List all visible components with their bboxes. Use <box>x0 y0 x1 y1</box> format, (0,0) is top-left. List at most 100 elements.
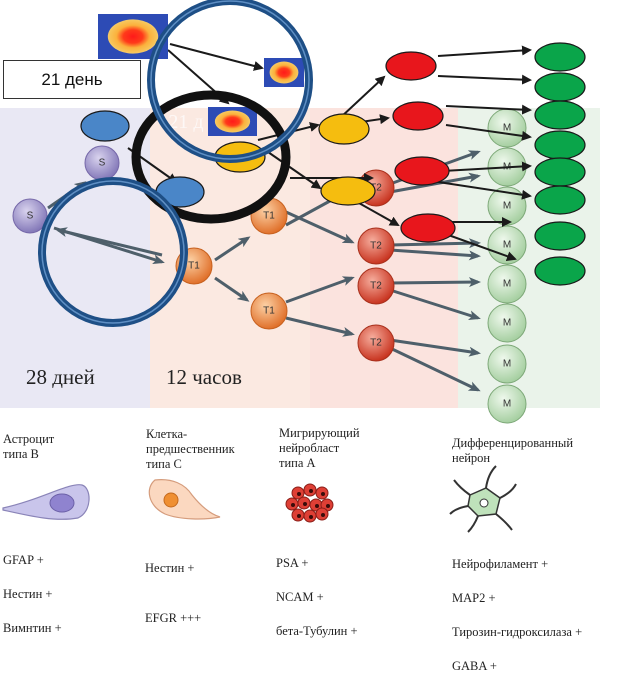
cell-type-icons <box>2 465 517 533</box>
gray-arrow <box>389 288 481 321</box>
mature-cell <box>487 384 527 424</box>
black-arrow <box>267 151 322 190</box>
markers-astrocyte: GFAP + Нестин + Вимнтин + <box>3 535 62 654</box>
yellow-ellipse <box>318 113 370 145</box>
markers-progenitor: Нестин + EFGR +++ <box>145 531 201 656</box>
overlay-annotations: 21 д <box>38 0 586 327</box>
neuron-dendrite <box>453 479 471 496</box>
red-ellipse <box>400 213 456 243</box>
neurogenesis-diagram: SST1T1T1T2T2T2T2MMMMMMMM 21 д 21 день 28… <box>0 0 600 673</box>
neuroblast-nucleus <box>315 504 319 508</box>
blue-highlight-ring-highlight <box>150 0 310 160</box>
marker: Вимнтин + <box>3 621 62 635</box>
mature-cell-label: M <box>503 201 511 212</box>
marker: Нестин + <box>3 587 53 601</box>
marker: бета-Тубулин + <box>276 624 358 638</box>
duration-label-box: 21 день <box>3 60 141 99</box>
mature-cell <box>487 264 527 304</box>
transit-cell-t2-label: T2 <box>370 241 382 252</box>
transit-cell-t2-label: T2 <box>370 338 382 349</box>
gray-arrow <box>389 238 481 249</box>
neuron-nucleus <box>479 498 489 508</box>
gray-arrow <box>285 316 355 337</box>
neuroblast-nucleus <box>303 502 307 506</box>
gray-arrow <box>214 236 251 262</box>
neuron-dendrite <box>495 513 513 531</box>
cell-type-title-neuroblast: Мигрирующий нейробласт типа А <box>279 426 360 470</box>
transit-cell-t2-label: T2 <box>370 183 382 194</box>
marker: Нестин + <box>145 561 195 575</box>
neuroblast-nucleus <box>309 489 313 493</box>
cell-image-small-blob <box>269 61 299 84</box>
transit-cell-t2 <box>357 227 395 265</box>
stem-cell-label: S <box>99 158 106 169</box>
mature-cell-label: M <box>503 279 511 290</box>
gray-arrow <box>55 227 163 257</box>
neuron-dendrite <box>449 505 469 515</box>
green-ellipse <box>534 185 586 215</box>
black-arrow <box>169 43 264 71</box>
mature-cell-label: M <box>503 240 511 251</box>
red-ellipse <box>392 101 444 131</box>
blue-ellipse <box>80 110 130 142</box>
green-ellipse <box>534 130 586 160</box>
gray-arrow <box>285 276 355 304</box>
astrocyte-icon <box>2 484 90 520</box>
mature-cell <box>487 303 527 343</box>
neuroblast-nucleus <box>309 515 313 519</box>
neuron-dendrite <box>467 515 479 533</box>
yellow-ellipse <box>320 176 376 206</box>
gray-arrow <box>285 210 355 244</box>
neuroblast-nucleus <box>321 513 325 517</box>
gray-arrow <box>389 338 481 357</box>
cell-image-large-blob <box>107 19 159 54</box>
transit-cell-t2 <box>357 324 395 362</box>
astrocyte-nucleus <box>49 493 75 513</box>
transit-cell-t1-label: T1 <box>263 306 275 317</box>
neuroblast-nucleus <box>291 503 295 507</box>
marker: EFGR +++ <box>145 611 202 625</box>
progenitor-cell-icon <box>148 479 221 520</box>
black-arrow <box>424 179 532 200</box>
black-arrow <box>437 74 532 85</box>
mature-cell-label: M <box>503 318 511 329</box>
stem-cell-label: S <box>27 211 34 222</box>
marker: MAP2 + <box>452 591 496 605</box>
neuroblast-nucleus <box>326 504 330 508</box>
cell-image-medium-blob <box>214 110 251 133</box>
transit-cell-t1 <box>250 292 288 330</box>
time-label-transit: 12 часов <box>166 365 242 389</box>
green-ellipse <box>534 100 586 130</box>
green-ellipse <box>534 256 586 286</box>
cell-type-title-neuron: Дифференцированный нейрон <box>452 436 574 465</box>
gray-arrow <box>389 346 481 392</box>
stem-cell <box>12 198 48 234</box>
marker: Нейрофиламент + <box>452 557 549 571</box>
black-arrow <box>437 45 532 57</box>
black-arrow <box>339 75 386 119</box>
transit-cell-t1-label: T1 <box>188 261 200 272</box>
green-ellipse <box>534 42 586 72</box>
transit-cell-t2 <box>357 267 395 305</box>
markers-neuroblast: PSA + NCAM + бета-Тубулин + <box>276 538 358 657</box>
mature-cell <box>487 344 527 384</box>
neuroblast-nucleus <box>321 492 325 496</box>
neuroblast-nucleus <box>297 492 301 496</box>
marker: Тирозин-гидроксилаза + <box>452 625 583 639</box>
blue-highlight-ring-highlight <box>41 180 185 324</box>
marker: NCAM + <box>276 590 324 604</box>
red-ellipse <box>394 156 450 186</box>
mature-cell-label: M <box>503 359 511 370</box>
band-neuron <box>458 108 600 408</box>
green-ellipse <box>534 221 586 251</box>
mature-cell-label: M <box>503 123 511 134</box>
green-ellipse <box>534 72 586 102</box>
band-astrocyte <box>0 108 150 408</box>
time-label-stem: 28 дней <box>26 365 95 389</box>
green-ellipse <box>534 157 586 187</box>
black-arrow <box>445 104 532 115</box>
transit-cell-t1-label: T1 <box>263 211 275 222</box>
markers-neuron: Нейрофиламент + MAP2 + Тирозин-гидроксил… <box>452 539 582 692</box>
gray-arrow <box>389 248 481 261</box>
lineage-diagram-svg: SST1T1T1T2T2T2T2MMMMMMMM 21 д <box>0 0 600 533</box>
